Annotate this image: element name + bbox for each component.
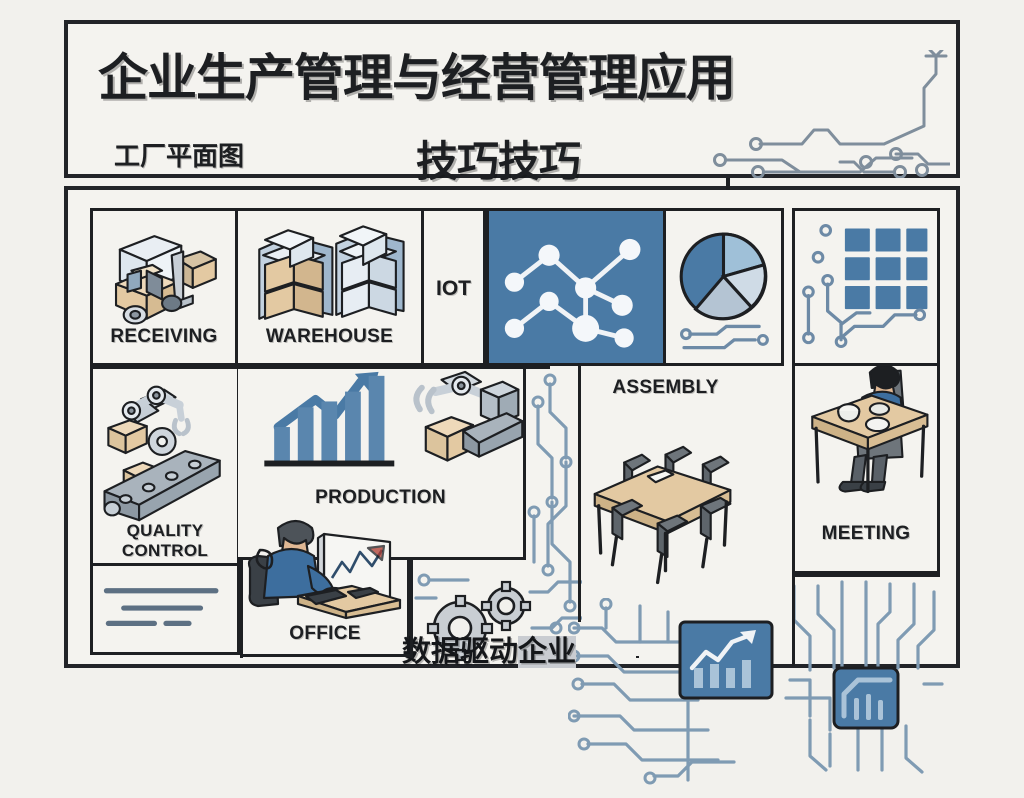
zone-label-iot: IOT — [436, 277, 471, 300]
zone-label-assembly: ASSEMBLY — [612, 377, 719, 398]
divider-assembly-left — [578, 366, 581, 622]
zone-receiving[interactable]: RECEIVING — [90, 208, 238, 366]
forklift-icon — [114, 235, 217, 325]
zone-analytics[interactable] — [666, 208, 784, 366]
data-driven-highlight: 企业 — [518, 636, 577, 668]
pie-chart-icon — [679, 232, 769, 350]
title-frame: 企业生产管理与经营管理应用 工厂平面图 技巧技巧 — [64, 20, 960, 185]
text-lines-icon — [103, 588, 219, 626]
warehouse-rack-icon — [258, 225, 405, 320]
blue-grid-icon — [802, 224, 928, 349]
zone-label-meeting: MEETING — [821, 523, 911, 544]
divider-office-right — [410, 560, 413, 658]
page-title: 企业生产管理与经营管理应用 — [98, 50, 736, 106]
divider-top-row — [90, 366, 550, 369]
divider-bottom-right-box — [792, 574, 795, 666]
zone-assembly[interactable]: ASSEMBLY — [578, 366, 750, 622]
data-driven-label: 数据驱动企业 — [402, 628, 577, 670]
network-graph-icon — [504, 238, 641, 348]
person-computer-icon — [247, 519, 402, 620]
zone-meeting[interactable]: MEETING — [792, 366, 940, 574]
dashboard-monitor-icon — [678, 620, 774, 700]
zone-grid[interactable] — [792, 208, 940, 366]
subtitle-left: 工厂平面图 — [114, 141, 245, 171]
zone-notes[interactable] — [90, 566, 240, 652]
microchip-icon — [784, 580, 944, 774]
zone-warehouse[interactable]: WAREHOUSE — [238, 208, 424, 366]
zone-network-graph[interactable] — [486, 208, 666, 366]
zone-label-office: OFFICE — [289, 623, 361, 644]
growth-bar-chart-icon — [264, 370, 523, 467]
zone-label-warehouse: WAREHOUSE — [265, 326, 394, 347]
zone-label-quality-line1: QUALITY — [126, 521, 204, 540]
circuit-decoration-icon — [713, 50, 950, 178]
subtitle-right: 技巧技巧 — [416, 138, 581, 185]
divider-chip-frame-left — [636, 656, 639, 658]
vertical-circuit-icon — [527, 373, 577, 613]
zone-quality-control[interactable]: QUALITY CONTROL — [90, 366, 240, 566]
factory-floorplan-board: RECEIVING — [64, 186, 960, 785]
robot-conveyor-icon — [103, 385, 221, 522]
gears-circuit-icon — [414, 573, 582, 662]
divider-office-bottom — [240, 654, 412, 657]
zone-iot[interactable]: IOT — [424, 208, 486, 366]
data-driven-plain: 数据驱动 — [402, 636, 519, 668]
person-at-desk-icon — [811, 366, 929, 494]
zone-dashboard[interactable] — [676, 618, 776, 702]
zone-label-quality-line2: CONTROL — [121, 541, 209, 560]
zone-label-receiving: RECEIVING — [110, 326, 218, 347]
conference-table-icon — [593, 445, 732, 585]
divider-title-notch — [726, 178, 730, 190]
divider-meeting-bottom — [792, 574, 940, 577]
zone-label-production: PRODUCTION — [315, 487, 446, 508]
divider-notes-bottom — [90, 652, 242, 655]
poster-root: 企业生产管理与经营管理应用 工厂平面图 技巧技巧 — [64, 20, 960, 785]
